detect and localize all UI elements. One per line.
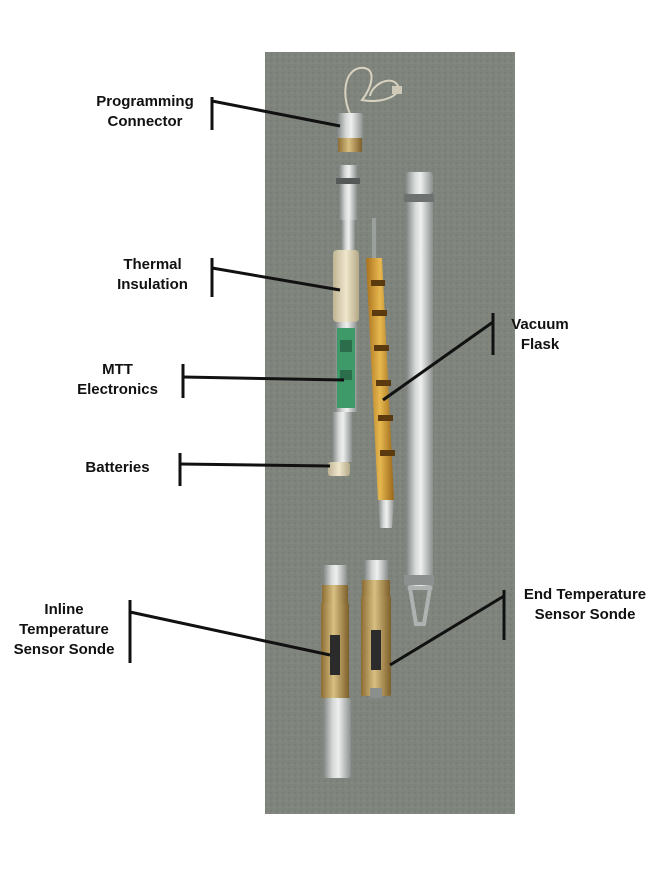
label-thermal-insulation: Thermal Insulation [100,255,205,295]
label-batteries: Batteries [70,458,165,478]
programming-connector-leader [211,99,341,128]
label-line: Vacuum [511,316,569,333]
label-line: MTT [102,361,133,378]
label-line: Thermal [123,256,182,273]
label-line: Flask [520,336,560,353]
label-line: Programming [96,93,194,110]
callout-lines [128,97,506,667]
programming-connector-part [337,66,402,152]
batteries-leader [179,462,331,468]
label-programming-connector: Programming Connector [80,92,210,132]
inline-sonde-part [321,565,351,778]
end-sonde-leader [389,594,505,667]
inline-sonde-leader [129,610,331,657]
label-line: Sensor Sonde [13,641,115,658]
label-line: Batteries [85,459,150,476]
label-vacuum-flask: Vacuum Flask [500,315,580,355]
thermal-insulation-leader [211,266,341,292]
vacuum-flask-part [404,172,434,626]
electronics-probe-part [328,165,360,476]
label-line: Sensor Sonde [534,606,636,623]
label-end-sonde: End Temperature Sensor Sonde [510,585,660,625]
mtt-electronics-leader [182,375,345,382]
end-sonde-part [361,560,391,698]
label-line: Connector [107,113,183,130]
label-line: Inline [44,601,84,618]
label-mtt-electronics: MTT Electronics [60,360,175,400]
vacuum-flask-leader [382,320,494,402]
vacuum-probe-part [366,218,395,528]
label-line: Electronics [77,381,158,398]
label-line: Temperature [19,621,109,638]
label-line: End Temperature [523,586,647,603]
label-line: Insulation [117,276,188,293]
label-inline-sonde: Inline Temperature Sensor Sonde [4,600,124,660]
